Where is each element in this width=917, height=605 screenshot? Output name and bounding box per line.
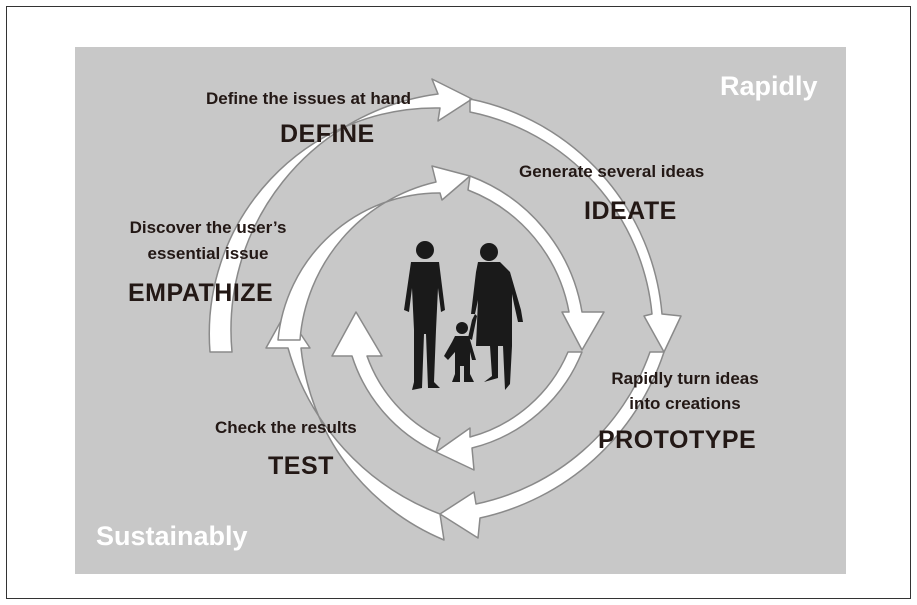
corner-label-rapidly: Rapidly: [720, 71, 818, 101]
empathize-description-line1: Discover the user’s: [129, 218, 287, 237]
family-silhouette-icon: [404, 241, 523, 390]
middle-cycle-arrow-upper: [277, 165, 605, 351]
outer-cycle-arrow-lower: [265, 311, 665, 541]
outer-cycle-arrow-main: [208, 78, 682, 353]
define-description: Define the issues at hand: [206, 89, 411, 108]
test-description: Check the results: [215, 418, 357, 437]
corner-label-sustainably: Sustainably: [96, 521, 248, 551]
inner-cycle-arrow-lower: [331, 311, 583, 471]
prototype-description-line2: into creations: [629, 394, 741, 413]
empathize-title: EMPATHIZE: [128, 279, 274, 307]
define-title: DEFINE: [280, 120, 375, 148]
prototype-title: PROTOTYPE: [598, 426, 757, 454]
ideate-title: IDEATE: [584, 197, 677, 225]
test-title: TEST: [268, 452, 334, 480]
empathize-description-line2: essential issue: [147, 244, 269, 263]
prototype-description-line1: Rapidly turn ideas: [611, 369, 759, 388]
ideate-description: Generate several ideas: [519, 162, 705, 181]
diagram-background: [75, 47, 846, 574]
